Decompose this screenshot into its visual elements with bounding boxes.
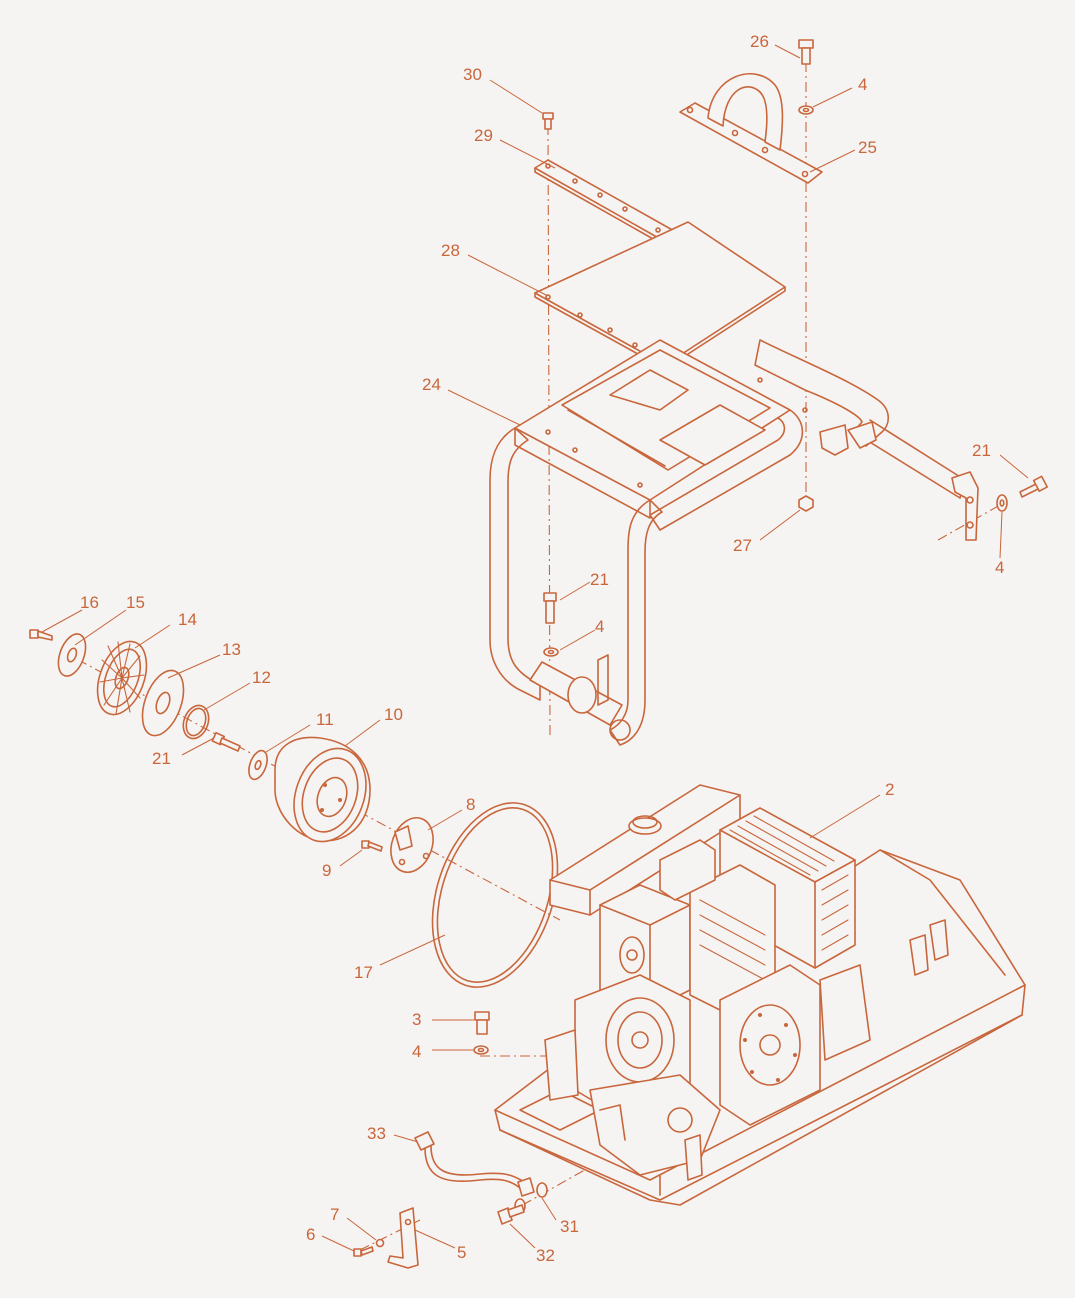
callout-labels: 26 4 30 29 25 28 24 21 27 4 21 4 16 15 1… (80, 32, 1004, 1265)
callout-28: 28 (441, 241, 460, 260)
part-29-strip (534, 159, 677, 245)
part-14-fan-wheel (96, 640, 148, 716)
callout-4: 4 (412, 1042, 421, 1061)
part-21-bolt-left (211, 731, 241, 752)
part-30-bolt (542, 112, 554, 130)
callout-21: 21 (152, 749, 171, 768)
part-4-washer-right (996, 494, 1008, 512)
part-6-screw (353, 1246, 374, 1257)
callout-2: 2 (885, 780, 894, 799)
callout-25: 25 (858, 138, 877, 157)
callout-26: 26 (750, 32, 769, 51)
part-4-washer-top (798, 105, 814, 115)
part-33-drain-hose (414, 1131, 535, 1197)
part-25-lifting-handle (679, 73, 823, 184)
callout-21: 21 (972, 441, 991, 460)
callout-12: 12 (252, 668, 271, 687)
callout-13: 13 (222, 640, 241, 659)
part-2-engine (544, 784, 871, 1181)
callout-4: 4 (858, 75, 867, 94)
part-11-washer (248, 749, 268, 781)
part-13-disc (141, 669, 185, 737)
callout-24: 24 (422, 375, 441, 394)
callout-16: 16 (80, 593, 99, 612)
callout-21: 21 (590, 570, 609, 589)
callout-6: 6 (306, 1225, 315, 1244)
callout-5: 5 (457, 1243, 466, 1262)
part-12-ring (182, 704, 210, 740)
callout-27: 27 (733, 536, 752, 555)
part-24-handle-frame (489, 339, 979, 746)
part-10-clutch-drum (274, 736, 371, 843)
part-15-washer (57, 633, 87, 677)
part-16-bolt (29, 629, 53, 641)
part-17-belt (431, 802, 559, 988)
part-7-washer (375, 1238, 385, 1248)
part-4-washer-lower (473, 1045, 489, 1055)
part-4-washer-mid (543, 647, 559, 657)
part-26-bolt (798, 39, 814, 65)
callout-7: 7 (330, 1205, 339, 1224)
part-9-bolt (361, 840, 383, 852)
callout-33: 33 (367, 1124, 386, 1143)
callout-17: 17 (354, 963, 373, 982)
callout-32: 32 (536, 1246, 555, 1265)
callout-15: 15 (126, 593, 145, 612)
part-21-bolt-mid (543, 592, 557, 624)
callout-29: 29 (474, 126, 493, 145)
callout-3: 3 (412, 1010, 421, 1029)
callout-4: 4 (995, 558, 1004, 577)
part-27-nut (798, 495, 814, 512)
callout-30: 30 (463, 65, 482, 84)
callout-8: 8 (466, 795, 475, 814)
callout-31: 31 (560, 1217, 579, 1236)
part-8-flange (390, 817, 434, 873)
part-3-bolt (474, 1011, 490, 1035)
callout-11: 11 (316, 710, 334, 729)
callout-9: 9 (322, 861, 331, 880)
callout-4: 4 (595, 617, 604, 636)
part-21-bolt-right (1019, 475, 1049, 498)
callout-10: 10 (384, 705, 403, 724)
leader-lines (41, 44, 1029, 1252)
part-5-bracket (387, 1207, 419, 1269)
part-32-plug (497, 1204, 525, 1225)
callout-14: 14 (178, 610, 197, 629)
